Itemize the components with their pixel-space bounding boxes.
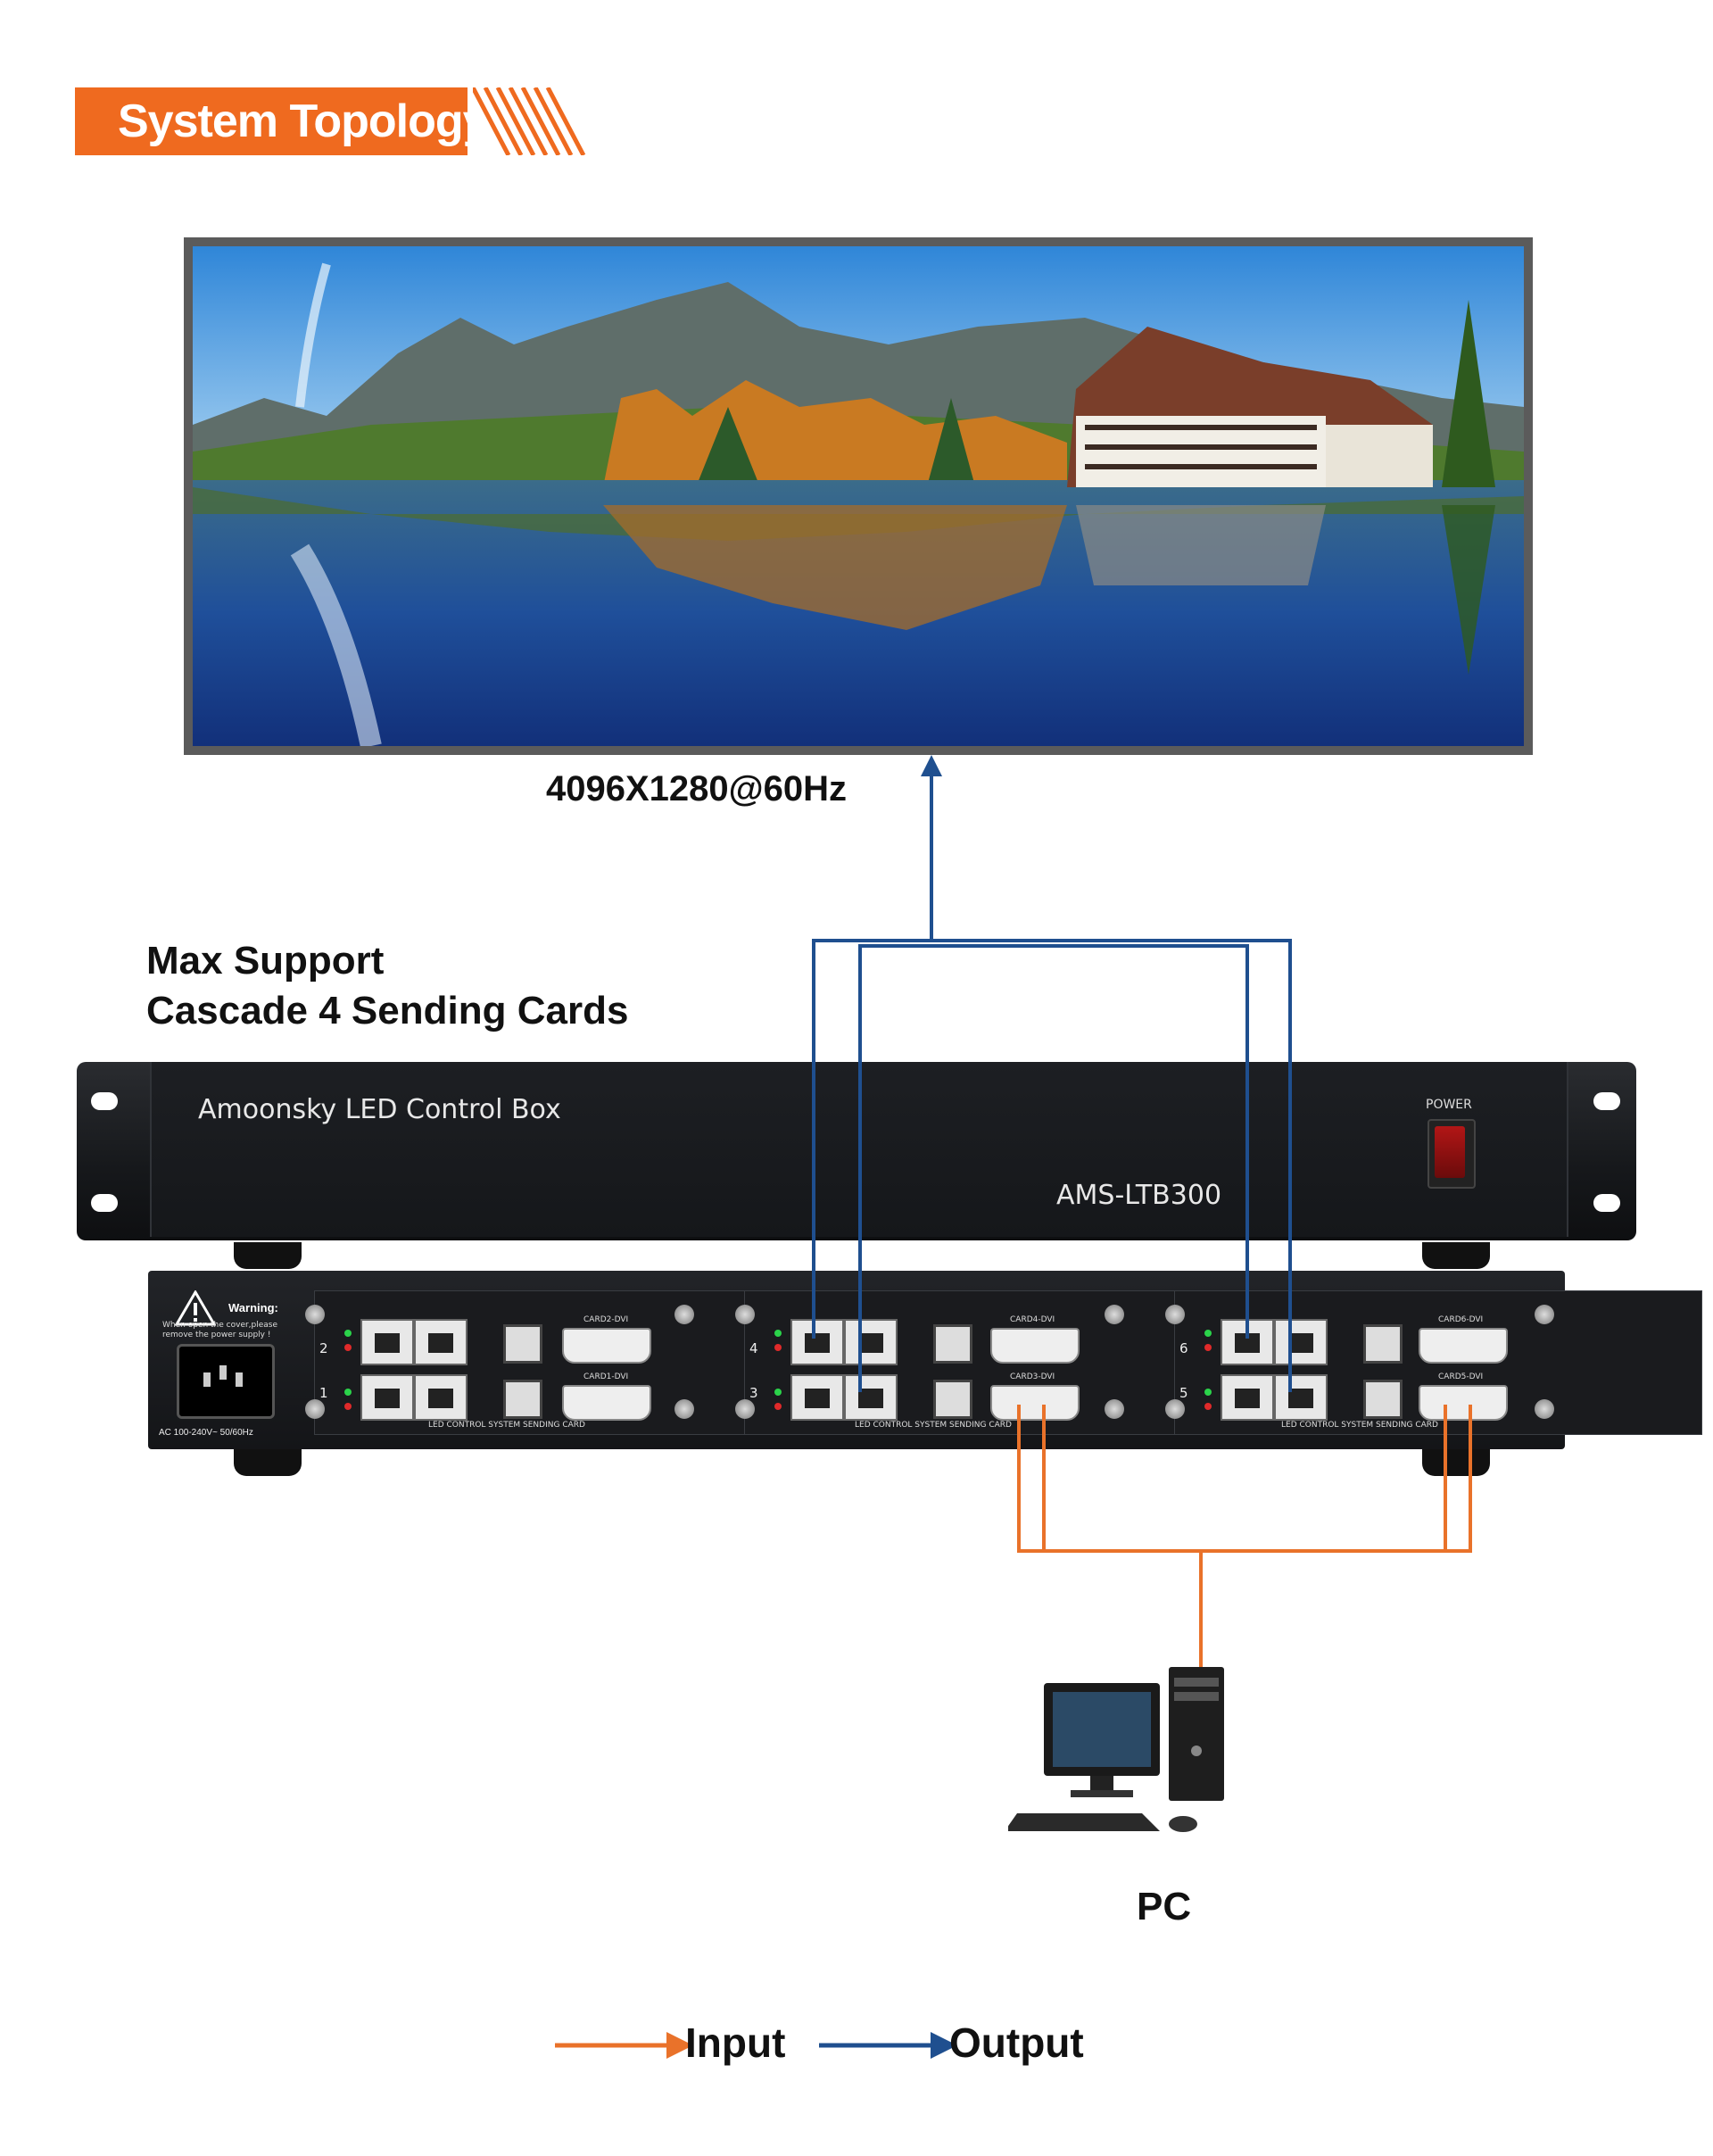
screw-icon xyxy=(1105,1399,1124,1419)
screen-resolution-label: 4096X1280@60Hz xyxy=(546,769,848,808)
status-led xyxy=(774,1344,782,1351)
power-label: POWER xyxy=(1426,1098,1472,1112)
screw-icon xyxy=(305,1399,325,1419)
dvi-port-label: CARD1-DVI xyxy=(583,1372,629,1381)
rj45-port[interactable] xyxy=(1274,1374,1328,1421)
ac-socket-pins-icon xyxy=(203,1365,243,1387)
rack-ear-hole-bottom-right xyxy=(1593,1194,1620,1212)
dvi-port-label: CARD4-DVI xyxy=(1010,1315,1055,1324)
device-foot xyxy=(1422,1449,1490,1476)
card-footer-label: LED CONTROL SYSTEM SENDING CARD xyxy=(855,1421,1012,1430)
dvi-port[interactable] xyxy=(562,1385,651,1421)
cascade-cards-text: Cascade 4 Sending Cards xyxy=(146,989,629,1032)
rj45-port[interactable] xyxy=(414,1319,468,1365)
front-panel-face xyxy=(150,1062,1568,1237)
rj45-port[interactable] xyxy=(414,1374,468,1421)
usb-port[interactable] xyxy=(503,1380,542,1419)
rj45-port[interactable] xyxy=(844,1374,898,1421)
device-foot xyxy=(1422,1242,1490,1269)
dvi-port[interactable] xyxy=(562,1328,651,1364)
screw-icon xyxy=(1105,1305,1124,1324)
usb-port[interactable] xyxy=(933,1324,972,1364)
card-footer-label: LED CONTROL SYSTEM SENDING CARD xyxy=(428,1421,585,1430)
rack-ear-hole-bottom-left xyxy=(91,1194,118,1212)
power-switch-rocker-icon xyxy=(1435,1126,1465,1178)
screw-icon xyxy=(305,1305,325,1324)
warning-triangle-icon xyxy=(175,1290,216,1326)
rj45-port[interactable] xyxy=(1274,1319,1328,1365)
brand-label: Amoonsky LED Control Box xyxy=(198,1094,561,1125)
screw-icon xyxy=(735,1305,755,1324)
led-screen-image xyxy=(193,246,1524,746)
dvi-port-label: CARD5-DVI xyxy=(1438,1372,1484,1381)
rj45-port[interactable] xyxy=(1221,1374,1274,1421)
usb-port[interactable] xyxy=(1363,1324,1403,1364)
screw-icon xyxy=(1165,1305,1185,1324)
screw-icon xyxy=(674,1399,694,1419)
card-footer-label: LED CONTROL SYSTEM SENDING CARD xyxy=(1281,1421,1438,1430)
ac-voltage-label: AC 100-240V~ 50/60Hz xyxy=(159,1428,253,1438)
warning-title: Warning: xyxy=(228,1301,278,1314)
banner-hatch-decoration xyxy=(473,87,586,155)
status-led xyxy=(344,1389,352,1396)
device-foot xyxy=(234,1449,302,1476)
status-led xyxy=(774,1330,782,1337)
pc-label: PC xyxy=(1137,1885,1192,1928)
port-number-label: 5 xyxy=(1179,1385,1188,1401)
usb-port[interactable] xyxy=(1363,1380,1403,1419)
status-led xyxy=(344,1330,352,1337)
rj45-port[interactable] xyxy=(844,1319,898,1365)
port-number-label: 1 xyxy=(319,1385,328,1401)
device-foot xyxy=(234,1242,302,1269)
usb-port[interactable] xyxy=(503,1324,542,1364)
dvi-port[interactable] xyxy=(1419,1328,1508,1364)
legend-output-label: Output xyxy=(949,2019,1084,2066)
dvi-port-label: CARD3-DVI xyxy=(1010,1372,1055,1381)
dvi-port[interactable] xyxy=(1419,1385,1508,1421)
legend-input-label: Input xyxy=(685,2019,786,2066)
screw-icon xyxy=(674,1305,694,1324)
dvi-port[interactable] xyxy=(990,1328,1080,1364)
rack-ear-hole-top-left xyxy=(91,1092,118,1110)
dvi-port-label: CARD2-DVI xyxy=(583,1315,629,1324)
status-led xyxy=(774,1389,782,1396)
port-number-label: 2 xyxy=(319,1340,328,1356)
status-led xyxy=(774,1403,782,1410)
ac-power-socket[interactable] xyxy=(177,1344,275,1419)
rj45-port[interactable] xyxy=(790,1374,844,1421)
warning-text: When open the cover,please remove the po… xyxy=(162,1321,278,1339)
status-led xyxy=(1204,1389,1212,1396)
screw-icon xyxy=(1535,1305,1554,1324)
dvi-port[interactable] xyxy=(990,1385,1080,1421)
port-number-label: 4 xyxy=(749,1340,758,1356)
rj45-port[interactable] xyxy=(1221,1319,1274,1365)
screw-icon xyxy=(1535,1399,1554,1419)
page-title: System Topology xyxy=(118,95,489,147)
port-number-label: 6 xyxy=(1179,1340,1188,1356)
status-led xyxy=(1204,1403,1212,1410)
screw-icon xyxy=(735,1399,755,1419)
dvi-port-label: CARD6-DVI xyxy=(1438,1315,1484,1324)
rj45-port[interactable] xyxy=(360,1319,414,1365)
header-banner xyxy=(75,87,468,155)
status-led xyxy=(1204,1330,1212,1337)
port-number-label: 3 xyxy=(749,1385,758,1401)
rj45-port[interactable] xyxy=(790,1319,844,1365)
screw-icon xyxy=(1165,1399,1185,1419)
usb-port[interactable] xyxy=(933,1380,972,1419)
pc-computer-icon xyxy=(1008,1667,1224,1832)
status-led xyxy=(1204,1344,1212,1351)
status-led xyxy=(344,1403,352,1410)
rack-ear-hole-top-right xyxy=(1593,1092,1620,1110)
max-support-text: Max Support xyxy=(146,939,385,983)
status-led xyxy=(344,1344,352,1351)
rj45-port[interactable] xyxy=(360,1374,414,1421)
model-label: AMS-LTB300 xyxy=(1056,1180,1222,1211)
